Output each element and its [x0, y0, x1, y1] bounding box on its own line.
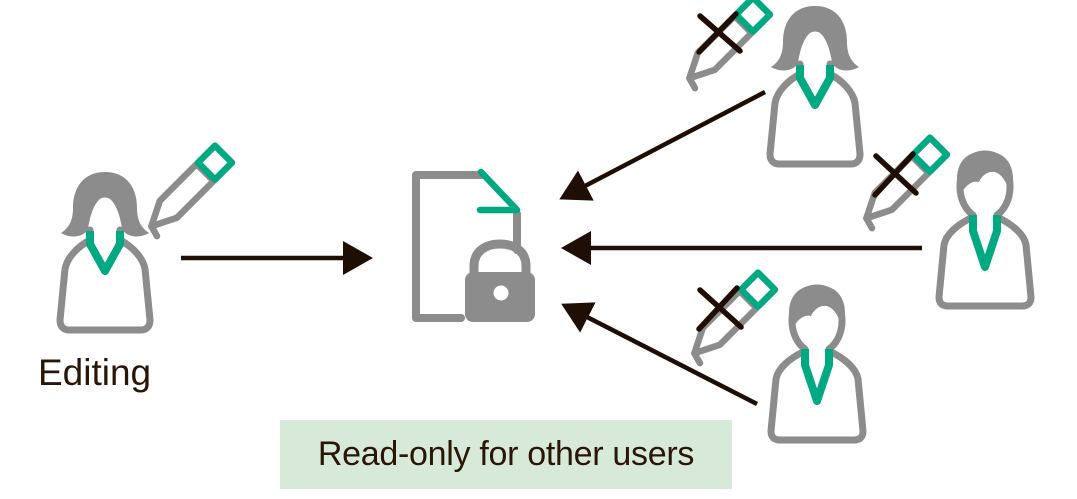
pencil-eraser — [737, 269, 779, 310]
pencil-tip-tail — [691, 350, 704, 367]
x-mark — [872, 151, 919, 198]
pencil-eraser — [732, 0, 774, 35]
vneck-collar — [969, 215, 1001, 271]
reader-user-right-icon — [935, 150, 1035, 310]
pencil-body — [148, 160, 217, 230]
body-outline — [766, 60, 864, 168]
pencil-icon — [148, 142, 236, 240]
lock-shackle — [469, 239, 531, 281]
pencil-tip-tail — [148, 223, 161, 240]
vneck-collar — [86, 231, 124, 275]
editing-label: Editing — [38, 352, 152, 393]
hair-shape — [771, 6, 859, 71]
body-outline — [56, 226, 154, 334]
lock-keyhole — [493, 285, 509, 301]
document-fold — [476, 168, 521, 214]
crossed-pencil-top-icon — [686, 0, 774, 92]
hair-shape — [61, 172, 149, 237]
pencil-tip-tail — [863, 215, 876, 232]
body-outline — [935, 213, 1035, 310]
body-outline — [767, 347, 867, 444]
vneck-collar — [796, 65, 834, 109]
pencil-tip-tail — [686, 75, 699, 92]
vneck-collar — [801, 349, 833, 405]
x-mark — [696, 11, 743, 55]
pencil-eraser — [194, 142, 236, 183]
arrow-reader-top-to-document — [559, 90, 767, 201]
readonly-banner: Read-only for other users — [280, 420, 732, 489]
reader-user-top-icon — [766, 6, 864, 168]
pencil-eraser — [909, 134, 951, 175]
hair-shape — [957, 151, 1013, 195]
hair-shape — [789, 285, 845, 329]
arrow-reader-bottom-to-document — [561, 302, 759, 407]
crossed-pencil-right-icon — [863, 134, 951, 232]
crossed-pencil-bottom-icon — [691, 269, 779, 367]
editing-user-icon — [56, 172, 154, 334]
document-outline — [412, 171, 485, 322]
locked-document-icon — [412, 168, 535, 322]
readonly-banner-label: Read-only for other users — [317, 435, 695, 473]
arrows — [181, 90, 922, 407]
reader-user-bottom-icon — [767, 284, 867, 444]
x-mark — [696, 285, 744, 332]
